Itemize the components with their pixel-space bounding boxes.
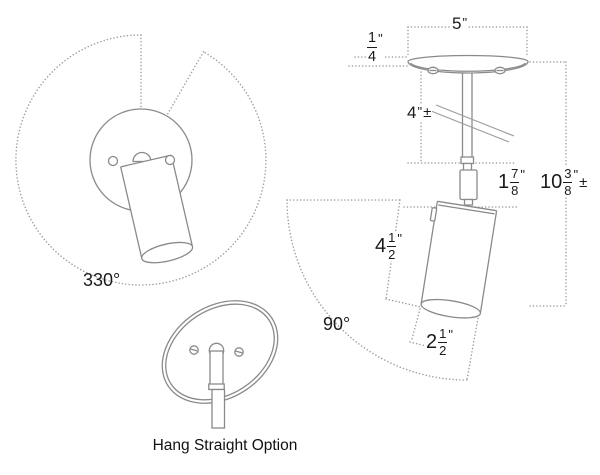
lamp-length-base [385,298,422,308]
side-view [407,54,529,319]
dim-value: 4 [407,103,417,122]
lamp-head [420,200,498,319]
lamp-head-bottom [420,298,482,319]
dim-lamp-diameter: 2 1 2 " [425,327,454,357]
lamp-cylinder-bottom [141,241,194,264]
fraction-denominator: 8 [511,183,519,198]
swivel-coupler [459,162,478,206]
lamp-cylinder-rotated [120,154,194,264]
lamp-length-line [385,199,401,300]
fraction-denominator: 2 [388,247,396,262]
fraction-denominator: 2 [439,343,447,358]
rotation-angle-label: 330° [83,270,121,290]
canopy-rim [409,62,527,72]
figure-caption: Hang Straight Option [152,437,298,454]
break-lines [430,104,515,143]
dim-lamp-length: 4 1 2 " [374,231,403,261]
fraction-numerator: 7 [510,166,520,183]
tilt-angle-label: 90° [323,314,351,334]
inch-mark: " [417,104,423,119]
fraction-denominator: 4 [368,48,377,65]
dim-value: 10 [540,171,563,193]
stem-joint [460,156,475,165]
dim-canopy-thickness: 1 4 " [366,31,384,64]
stem-collar [208,383,225,391]
rotation-view [89,108,194,264]
stem [461,63,473,159]
dim-value: 1 [498,171,510,193]
screw-hole-left [107,155,119,167]
diameter-ext-left [410,308,421,342]
fraction-numerator: 1 [387,230,397,247]
ceiling-canopy [407,54,529,74]
stem-upper [209,350,224,387]
fraction-denominator: 8 [564,183,572,198]
inch-mark: " [462,15,468,30]
inch-mark: " [573,167,579,182]
inch-mark: " [397,231,402,246]
inch-mark: " [520,167,525,182]
fraction: 1 4 [367,30,378,65]
tolerance-sign: ± [423,104,432,121]
dotted-guides [15,26,567,381]
diameter-baseline [409,341,425,347]
inch-mark: " [378,31,383,46]
dim-stem-length: 4"± [406,103,433,122]
fraction: 3 8 [563,166,573,198]
dim-value: 4 [375,235,387,257]
fraction-numerator: 1 [367,30,378,48]
fraction: 1 2 [438,326,448,358]
dim-overall-height: 10 3 8 "± [539,166,589,198]
rotation-radial-diagonal [165,51,205,117]
canopy-screw-right [494,66,506,75]
fraction: 1 2 [387,230,397,262]
diameter-ext-right [466,314,480,381]
dim-swivel-height: 1 7 8 " [497,167,526,197]
fraction-numerator: 3 [563,166,573,183]
dim-canopy-width: 5" [451,14,469,33]
fraction: 7 8 [510,166,520,198]
dim-value: 2 [426,331,438,353]
hang-straight-view [161,300,279,429]
rotation-arc-330 [15,34,267,286]
inch-mark: " [448,327,453,342]
fraction-numerator: 1 [438,326,448,343]
tolerance-sign: ± [579,173,588,191]
screw-hole-right [164,154,176,166]
canopy-screw-left [427,66,439,75]
lamp-switch [429,207,438,222]
dim-value: 5 [452,14,462,33]
stem-lower [211,388,226,429]
canopy-screw-right [234,347,244,357]
canopy-screw-left [189,345,199,355]
